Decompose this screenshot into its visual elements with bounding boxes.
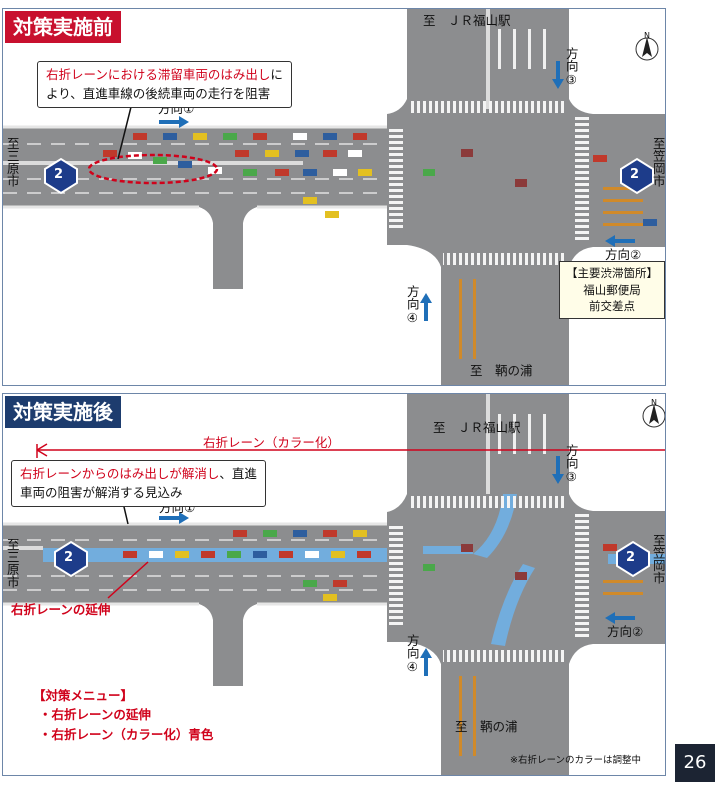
callout-before-line2: より、直進車線の後続車両の走行を阻害 — [46, 86, 271, 102]
label-direction-4: 方向④ — [404, 634, 420, 674]
callout-after-highlight: 右折レーンからのはみ出しが解消し — [20, 466, 220, 481]
route-shield-left — [44, 157, 78, 195]
label-to-mihara: 至三原市 — [4, 538, 20, 588]
route-shield-right — [616, 540, 650, 578]
panel-before: 対策実施前 至 ＪＲ福山駅 至 鞆の浦 至三原市 至笠岡市 2 2 方向① 方向… — [2, 8, 666, 386]
intersection-map-after — [3, 394, 665, 775]
hotspot-line2: 福山郵便局 — [583, 282, 641, 297]
page-number: 26 — [675, 744, 715, 782]
callout-pointer — [117, 98, 134, 160]
menu-item-colored-lane: ・右折レーン（カラー化）青色 — [39, 726, 214, 742]
label-to-kasaoka: 至笠岡市 — [650, 137, 666, 187]
panel-after: 対策実施後 至 ＪＲ福山駅 至 鞆の浦 至三原市 至笠岡市 2 2 方向① 方向… — [2, 393, 666, 776]
menu-item-extension: ・右折レーンの延伸 — [39, 707, 151, 723]
label-to-tomonoura: 至 鞆の浦 — [455, 719, 518, 734]
north-label: N — [644, 31, 650, 40]
callout-before-highlight: 右折レーンにおける滞留車両のはみ出し — [46, 67, 271, 82]
menu-title: 【対策メニュー】 — [33, 688, 134, 703]
route-number-left: 2 — [54, 167, 64, 182]
north-arrow-icon — [635, 37, 659, 61]
callout-before: 右折レーンにおける滞留車両のはみ出しに より、直進車線の後続車両の走行を阻害 — [37, 61, 292, 108]
route-number-left: 2 — [64, 550, 74, 565]
arrow-direction-4 — [420, 648, 432, 676]
north-label: N — [651, 398, 657, 407]
arrow-direction-3 — [552, 456, 564, 484]
callout-after-line2: 車両の阻害が解消する見込み — [20, 485, 183, 501]
extension-label: 右折レーンの延伸 — [11, 602, 111, 617]
hotspot-title: 【主要渋滞箇所】 — [566, 266, 658, 280]
footnote: ※右折レーンのカラーは調整中 — [510, 755, 641, 766]
label-direction-2: 方向② — [607, 624, 644, 639]
arrow-direction-2 — [605, 235, 635, 247]
route-shield-right — [620, 157, 654, 195]
arrow-direction-3 — [552, 61, 564, 89]
route-number-right: 2 — [626, 550, 636, 565]
label-to-jr-station: 至 ＪＲ福山駅 — [433, 420, 521, 435]
label-direction-3: 方向③ — [563, 47, 579, 87]
countermeasure-menu: 【対策メニュー】 ・右折レーンの延伸 ・右折レーン（カラー化）青色 — [33, 686, 213, 744]
before-badge: 対策実施前 — [5, 11, 121, 43]
hotspot-line3: 前交差点 — [589, 299, 635, 314]
label-to-tomonoura: 至 鞆の浦 — [470, 363, 533, 378]
congestion-ellipse — [87, 153, 219, 185]
label-direction-3: 方向③ — [563, 444, 579, 484]
route-shield-left — [54, 540, 88, 578]
arrow-direction-4 — [420, 293, 432, 321]
extension-pointer — [107, 561, 149, 599]
colored-lane-label: 右折レーン（カラー化） — [203, 435, 340, 450]
arrow-direction-1 — [159, 512, 189, 524]
north-arrow-icon — [642, 404, 665, 428]
arrow-direction-1 — [159, 116, 189, 128]
label-direction-2: 方向② — [605, 247, 642, 262]
arrow-direction-2 — [605, 612, 635, 624]
congestion-hotspot-note: 【主要渋滞箇所】 福山郵便局 前交差点 — [559, 261, 665, 320]
intersection-map-before — [3, 9, 665, 385]
after-badge: 対策実施後 — [5, 396, 121, 428]
label-to-kasaoka: 至笠岡市 — [650, 534, 666, 584]
label-to-jr-station: 至 ＪＲ福山駅 — [423, 13, 511, 28]
callout-after: 右折レーンからのはみ出しが解消し、直進 車両の阻害が解消する見込み — [11, 460, 266, 507]
label-to-mihara: 至三原市 — [4, 137, 20, 187]
callout-before-line1-rest: に — [270, 67, 283, 82]
route-number-right: 2 — [630, 167, 640, 182]
callout-after-line1-rest: 、直進 — [219, 466, 257, 481]
label-direction-4: 方向④ — [404, 285, 420, 325]
